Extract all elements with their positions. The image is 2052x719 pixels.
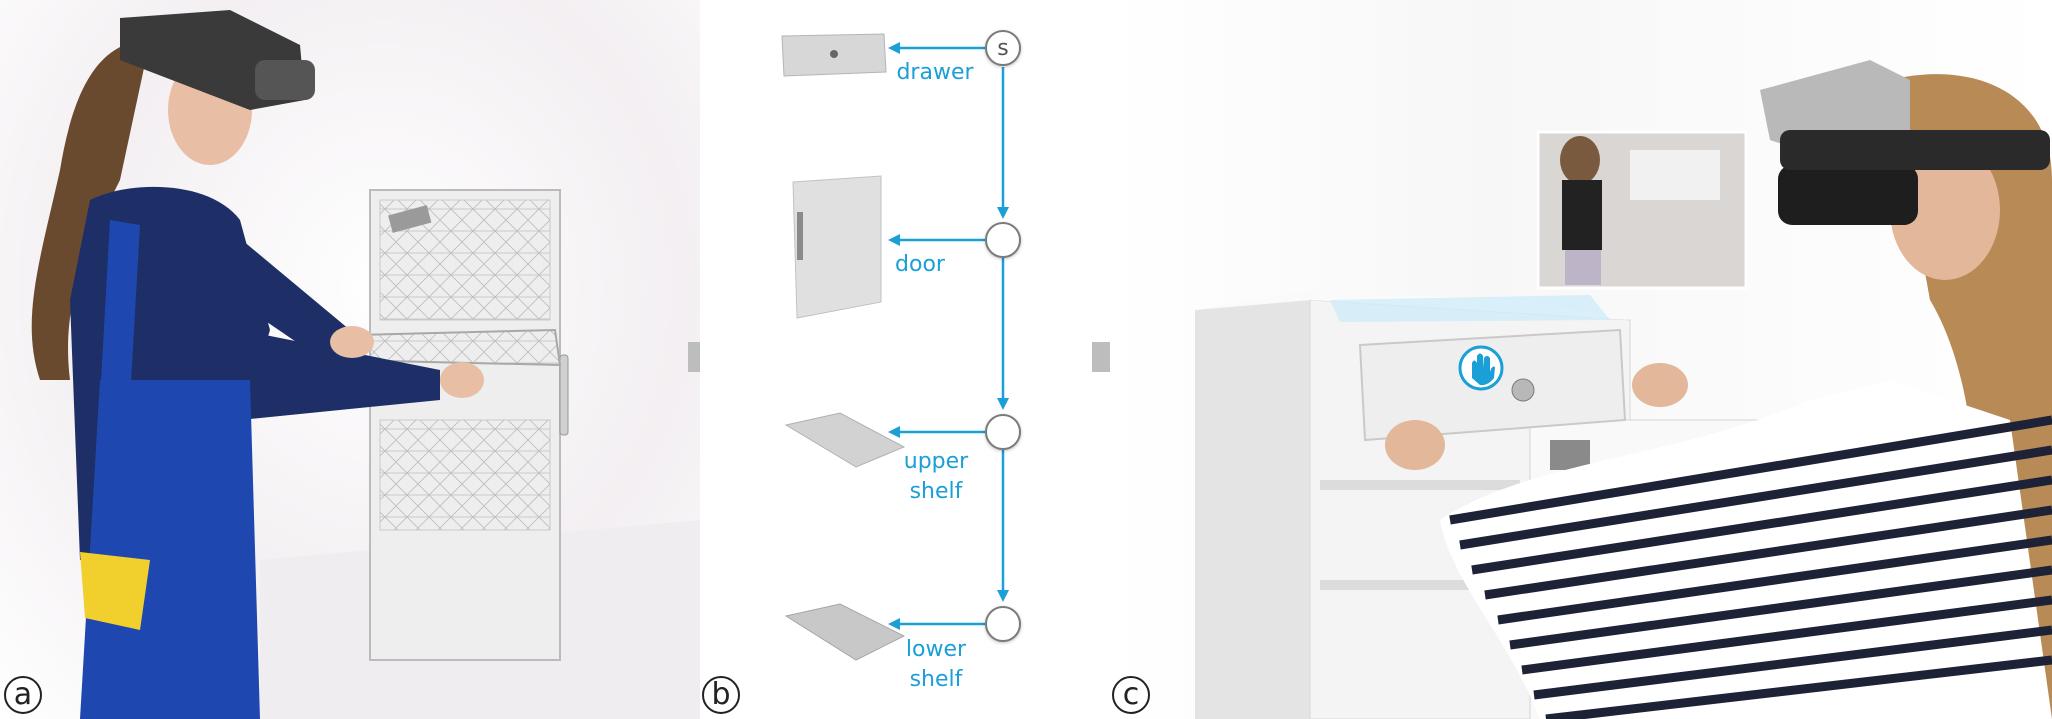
step-node-door bbox=[985, 222, 1021, 258]
pocket bbox=[80, 552, 150, 630]
ar-highlight bbox=[1330, 295, 1610, 322]
step-label-lower-shelf: lower shelf bbox=[896, 635, 976, 695]
sequence-connectors bbox=[888, 42, 1009, 630]
striped-sweater bbox=[1440, 380, 2052, 719]
panel-b-process-sequence: s drawer door upper shelf lower shelf b bbox=[700, 0, 1110, 719]
step-label-line: shelf bbox=[909, 667, 963, 692]
headset bbox=[1760, 60, 1910, 150]
panel-label-c: c bbox=[1112, 676, 1150, 714]
panel-c-ar-guidance-scene: c bbox=[1110, 0, 2052, 719]
step-label-line: upper bbox=[903, 449, 969, 474]
panel-label-a: a bbox=[4, 676, 42, 714]
drawer-scan-thumbnail bbox=[781, 33, 887, 77]
step-label-upper-shelf: upper shelf bbox=[896, 447, 976, 507]
door-scan-thumbnail bbox=[792, 175, 882, 319]
scanning-illustration bbox=[31, 10, 700, 719]
step-label-door: door bbox=[895, 252, 945, 277]
panel-a-scan-scene: a bbox=[0, 0, 700, 719]
step-label-line: shelf bbox=[909, 479, 963, 504]
person-with-headset bbox=[31, 10, 484, 719]
woman-with-headset bbox=[1385, 60, 2052, 719]
ar-guidance-illustration bbox=[1195, 60, 2052, 719]
hand-icon bbox=[1458, 345, 1504, 391]
step-node-upper-shelf bbox=[985, 414, 1021, 450]
lower-shelf-scan-thumbnail bbox=[784, 603, 906, 661]
cabinet-mesh bbox=[369, 189, 569, 661]
hinge bbox=[1550, 440, 1590, 470]
panel-label-b: b bbox=[702, 676, 740, 714]
start-node: s bbox=[985, 30, 1021, 66]
step-label-drawer: drawer bbox=[896, 60, 974, 85]
upper-shelf-scan-thumbnail bbox=[784, 412, 906, 468]
step-node-lower-shelf bbox=[985, 606, 1021, 642]
inset-photo bbox=[1536, 130, 1748, 290]
step-label-line: lower bbox=[905, 637, 967, 662]
